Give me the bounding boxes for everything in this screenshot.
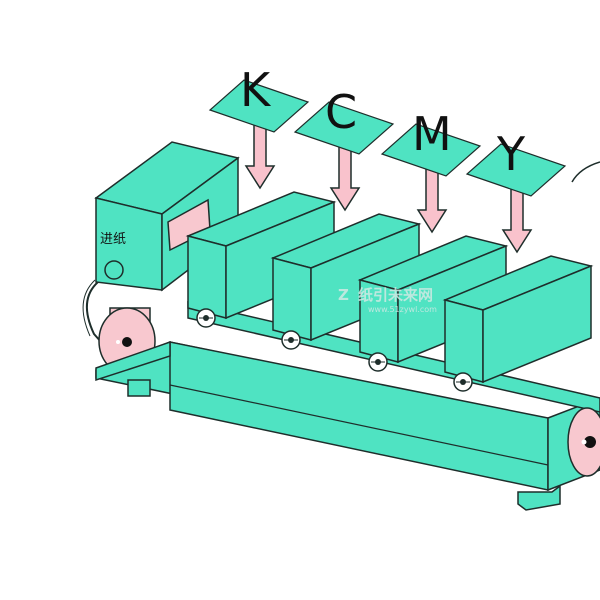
watermark-url: www.51zywl.com: [368, 305, 437, 314]
feeder-knob: [104, 260, 124, 280]
station-cyan-front: [272, 257, 312, 341]
ink-letter-cyan: C: [325, 85, 357, 139]
right-paper-roller: [567, 407, 600, 477]
station-yellow-front: [444, 299, 484, 383]
ink-letter-magenta: M: [412, 107, 452, 161]
pointer-curve: [571, 161, 600, 183]
watermark: Z 纸引未来网 www.51zywl.com: [338, 286, 437, 314]
ink-letter-black: K: [240, 63, 272, 117]
station-black: K: [185, 63, 337, 328]
watermark-brand: 纸引未来网: [358, 286, 433, 304]
ink-letter-yellow: Y: [496, 127, 526, 181]
feed-label: 进纸: [100, 232, 126, 247]
station-yellow-side: [482, 264, 592, 384]
feed-belt: [86, 281, 111, 353]
ink-sheet-magenta: [380, 123, 482, 177]
ink-sheet-cyan: [293, 101, 395, 155]
station-yellow: Y: [442, 127, 594, 392]
ink-sheet-black: [208, 79, 310, 133]
paper-feeder-unit: 进纸: [94, 141, 240, 292]
station-black-front: [187, 235, 227, 319]
ink-sheet-yellow: [465, 143, 567, 197]
svg-text:Z: Z: [338, 286, 349, 304]
